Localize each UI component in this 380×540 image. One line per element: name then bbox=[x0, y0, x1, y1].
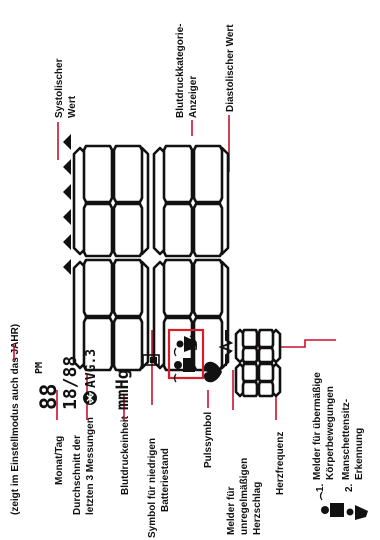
legend-item1-line2: Körperbewegungen bbox=[325, 386, 336, 480]
seven-segment-digit bbox=[72, 258, 150, 372]
average-label-line1: Durchschnitt der bbox=[72, 435, 83, 515]
irregular-label-line3: Herzschlag bbox=[252, 482, 263, 535]
triangle-indicator-icon bbox=[63, 159, 71, 175]
body-movement-icon bbox=[173, 347, 195, 383]
irregular-label-line2: unregelmäßigen bbox=[239, 458, 250, 535]
unit-indicator: mmHg bbox=[113, 369, 133, 410]
legend: 1. Melder für übermäßige Körperbewegunge… bbox=[312, 372, 368, 520]
systolic-label-line1: Systolischer bbox=[54, 58, 65, 118]
legend-body-movement-icon bbox=[319, 491, 344, 517]
triangle-indicator-icon bbox=[63, 259, 71, 275]
left-labels: (zeigt im Einstellmodus auch das JAHR) M… bbox=[10, 324, 286, 538]
battery-icon bbox=[141, 354, 160, 366]
legend-item2-number: 2. bbox=[344, 483, 355, 492]
systolic-digits bbox=[72, 144, 230, 258]
seven-segment-digit bbox=[234, 328, 282, 364]
seven-segment-digit bbox=[152, 258, 230, 372]
triangle-indicator-icon bbox=[63, 209, 71, 225]
battery-label-line2: Batteriestand bbox=[160, 448, 171, 512]
legend-item2-line1: Manschettensitz- bbox=[341, 399, 352, 480]
month-day-label: Monat/Tag bbox=[54, 436, 65, 485]
diastolic-label: Diastolischer Wert bbox=[225, 24, 236, 112]
seven-segment-digit bbox=[152, 144, 230, 258]
legend-item2-line2: Erkennung bbox=[354, 428, 365, 480]
pulse-wave-icon bbox=[218, 330, 234, 366]
leader-lines bbox=[13, 115, 336, 420]
heart-rate-digits bbox=[234, 328, 282, 398]
triangle-indicator-icon bbox=[63, 134, 71, 150]
seven-segment-digit bbox=[72, 144, 150, 258]
heart-icon bbox=[204, 361, 222, 383]
legend-item1-line1: Melder für übermäßige bbox=[312, 372, 323, 480]
unit-label: Blutdruckeinheit bbox=[120, 415, 131, 495]
diastolic-digits bbox=[72, 258, 230, 372]
category-label-line2: Anzeiger bbox=[188, 76, 199, 118]
legend-item1-number: 1. bbox=[315, 483, 326, 492]
pm-indicator: PM bbox=[34, 362, 45, 374]
bluetooth-icon bbox=[83, 391, 97, 405]
date-bottom-digits: 18/88 bbox=[60, 356, 81, 410]
average-label-line2: letzten 3 Messungen bbox=[85, 417, 96, 515]
pulse-label: Pulssymbol bbox=[203, 412, 214, 468]
triangle-indicator-icon bbox=[63, 234, 71, 250]
heart-rate-label: Herzfrequenz bbox=[275, 432, 286, 495]
systolic-label-line2: Wert bbox=[67, 95, 78, 118]
category-label-line1: Blutdruckkategorie- bbox=[175, 24, 186, 118]
top-labels: Systolischer Wert Blutdruckkategorie- An… bbox=[54, 24, 236, 118]
category-indicators bbox=[63, 134, 71, 275]
avg-indicator: AVG.3 bbox=[84, 349, 99, 388]
cuff-fit-icon bbox=[176, 335, 198, 352]
battery-label-line1: Symbol für niedrigen bbox=[147, 438, 158, 538]
triangle-indicator-icon bbox=[63, 184, 71, 200]
seven-segment-digit bbox=[234, 362, 282, 398]
date-top-digits: 88 bbox=[37, 384, 62, 411]
legend-cuff-fit-icon bbox=[346, 505, 368, 520]
year-note-label: (zeigt im Einstellmodus auch das JAHR) bbox=[10, 324, 21, 515]
lcd-left-strip: PM 88 18/88 AVG.3 mmHg bbox=[34, 349, 133, 410]
detection-icons-box bbox=[167, 328, 205, 383]
irregular-label-line1: Melder für bbox=[226, 487, 237, 535]
